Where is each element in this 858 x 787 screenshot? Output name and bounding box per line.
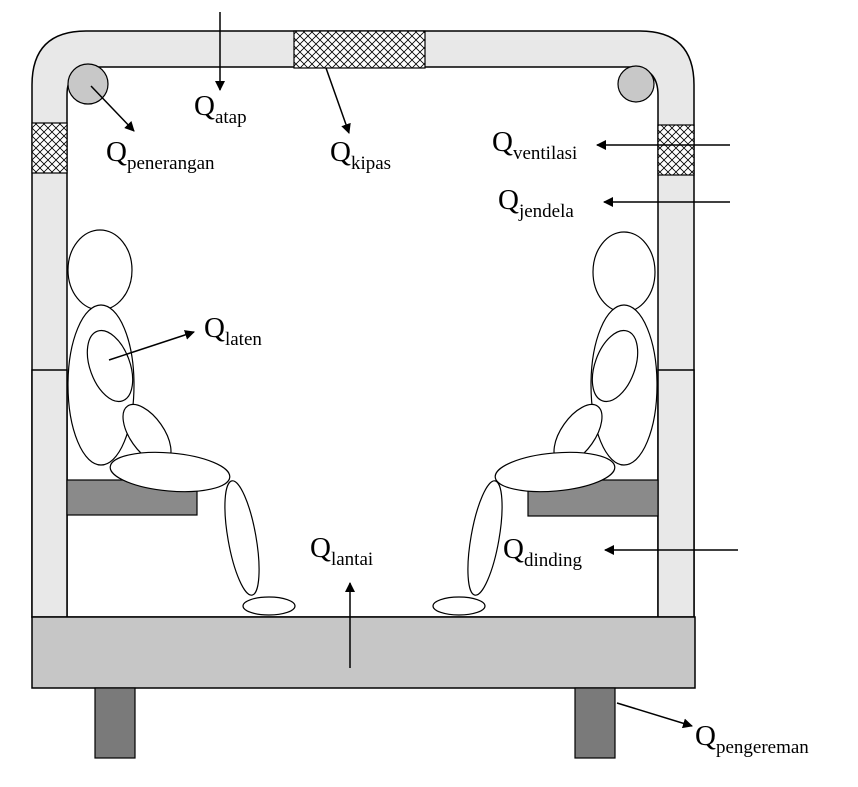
floor-base — [31, 616, 696, 689]
right-wheel — [574, 687, 616, 759]
left-passenger — [67, 229, 296, 616]
label-q-atap: Qatap — [194, 90, 247, 128]
label-q-lantai: Qlantai — [310, 532, 374, 570]
label-q-kipas: Qkipas — [330, 136, 392, 174]
arrow-penerangan — [90, 85, 135, 132]
arrow-pengereman — [616, 702, 693, 729]
label-q-jendela: Qjendela — [498, 184, 574, 222]
arrow-kipas — [325, 67, 351, 134]
label-q-penerangan: Qpenerangan — [106, 136, 215, 174]
label-q-dinding: Qdinding — [503, 533, 583, 571]
left-seat — [66, 479, 198, 516]
right-passenger — [432, 231, 658, 616]
label-q-laten: Qlaten — [204, 312, 262, 350]
left-vent — [31, 122, 68, 174]
arrow-laten — [108, 330, 195, 361]
right-wall-panel — [657, 369, 695, 618]
left-wall-panel — [31, 369, 68, 618]
roof-fan — [293, 30, 426, 69]
left-wheel — [94, 687, 136, 759]
right-lamp — [617, 65, 655, 103]
right-vent — [657, 124, 695, 176]
label-q-pengereman: Qpengereman — [695, 720, 809, 758]
label-q-ventilasi: Qventilasi — [492, 126, 578, 164]
